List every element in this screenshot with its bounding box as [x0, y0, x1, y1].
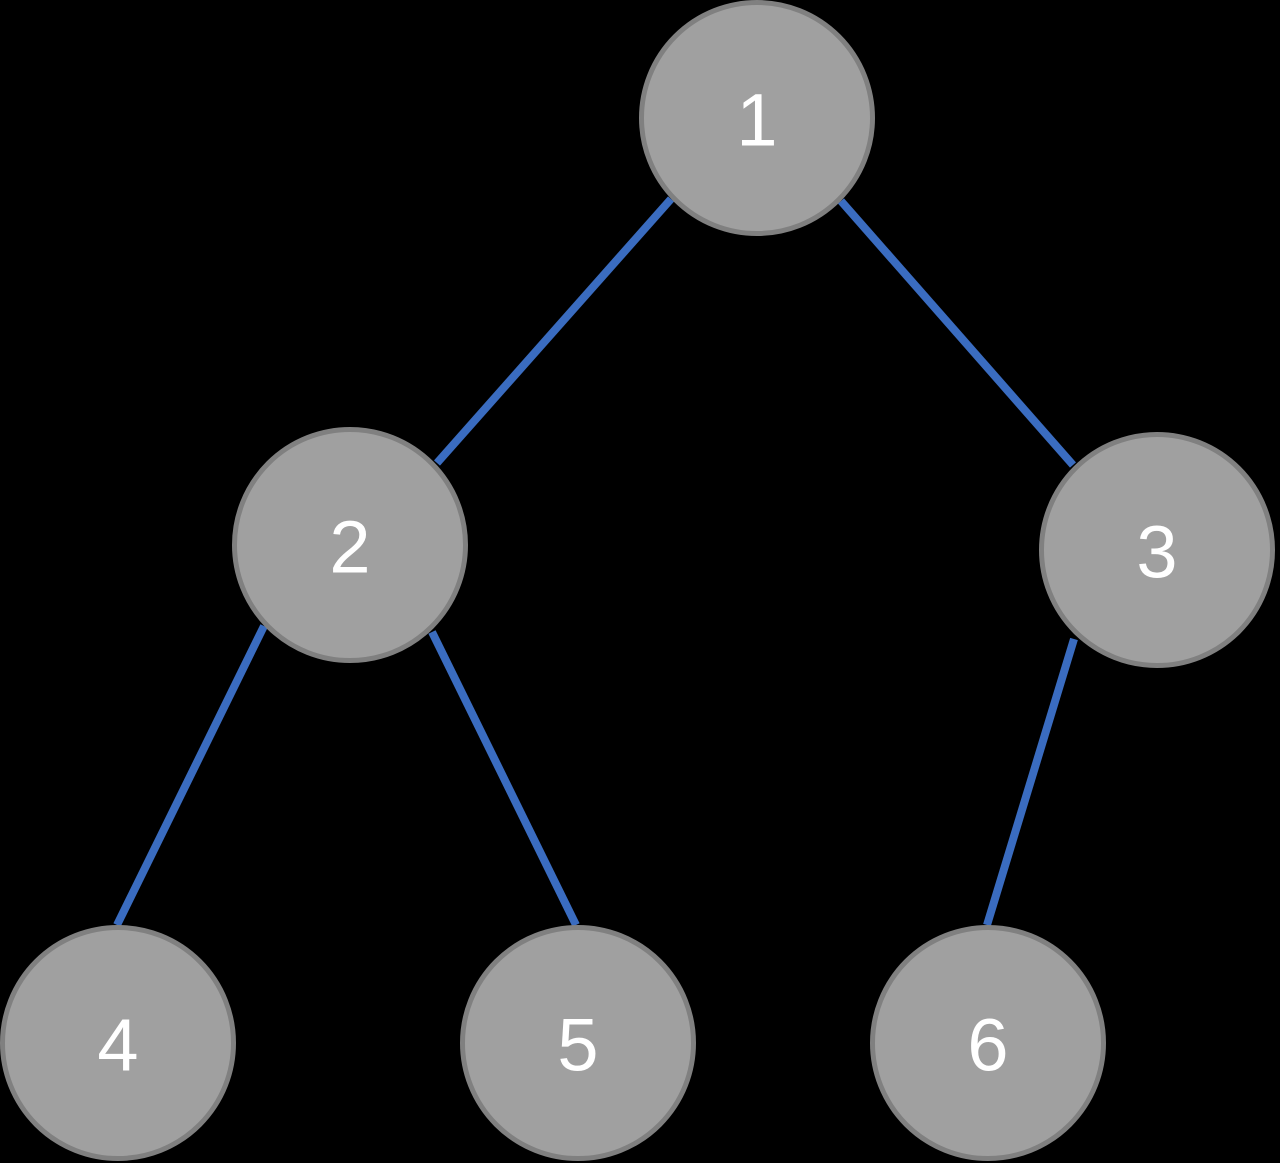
node-label-3: 3 [1136, 511, 1177, 594]
graph-edge-2-5[interactable] [428, 630, 580, 927]
node-circle-5[interactable] [460, 925, 696, 1161]
graph-node-4[interactable]: 4 [0, 925, 236, 1161]
node-circle-1[interactable] [639, 0, 875, 236]
node-label-5: 5 [557, 1004, 598, 1087]
edge-layer [113, 196, 1078, 927]
node-circle-3[interactable] [1039, 432, 1275, 668]
graph-edge-1-2[interactable] [434, 196, 674, 466]
node-circle-6[interactable] [870, 925, 1106, 1161]
graph-edge-3-6[interactable] [983, 637, 1078, 927]
node-label-1: 1 [736, 79, 777, 162]
node-label-6: 6 [967, 1004, 1008, 1087]
graph-node-1[interactable]: 1 [639, 0, 875, 236]
graph-edge-1-3[interactable] [837, 198, 1077, 468]
graph-node-3[interactable]: 3 [1039, 432, 1275, 668]
node-circle-2[interactable] [232, 427, 468, 663]
graph-node-2[interactable]: 2 [232, 427, 468, 663]
node-circle-4[interactable] [0, 925, 236, 1161]
graph-edge-2-4[interactable] [113, 624, 268, 927]
graph-node-5[interactable]: 5 [460, 925, 696, 1161]
graph-node-6[interactable]: 6 [870, 925, 1106, 1161]
node-label-2: 2 [329, 506, 370, 589]
node-label-4: 4 [97, 1004, 138, 1087]
